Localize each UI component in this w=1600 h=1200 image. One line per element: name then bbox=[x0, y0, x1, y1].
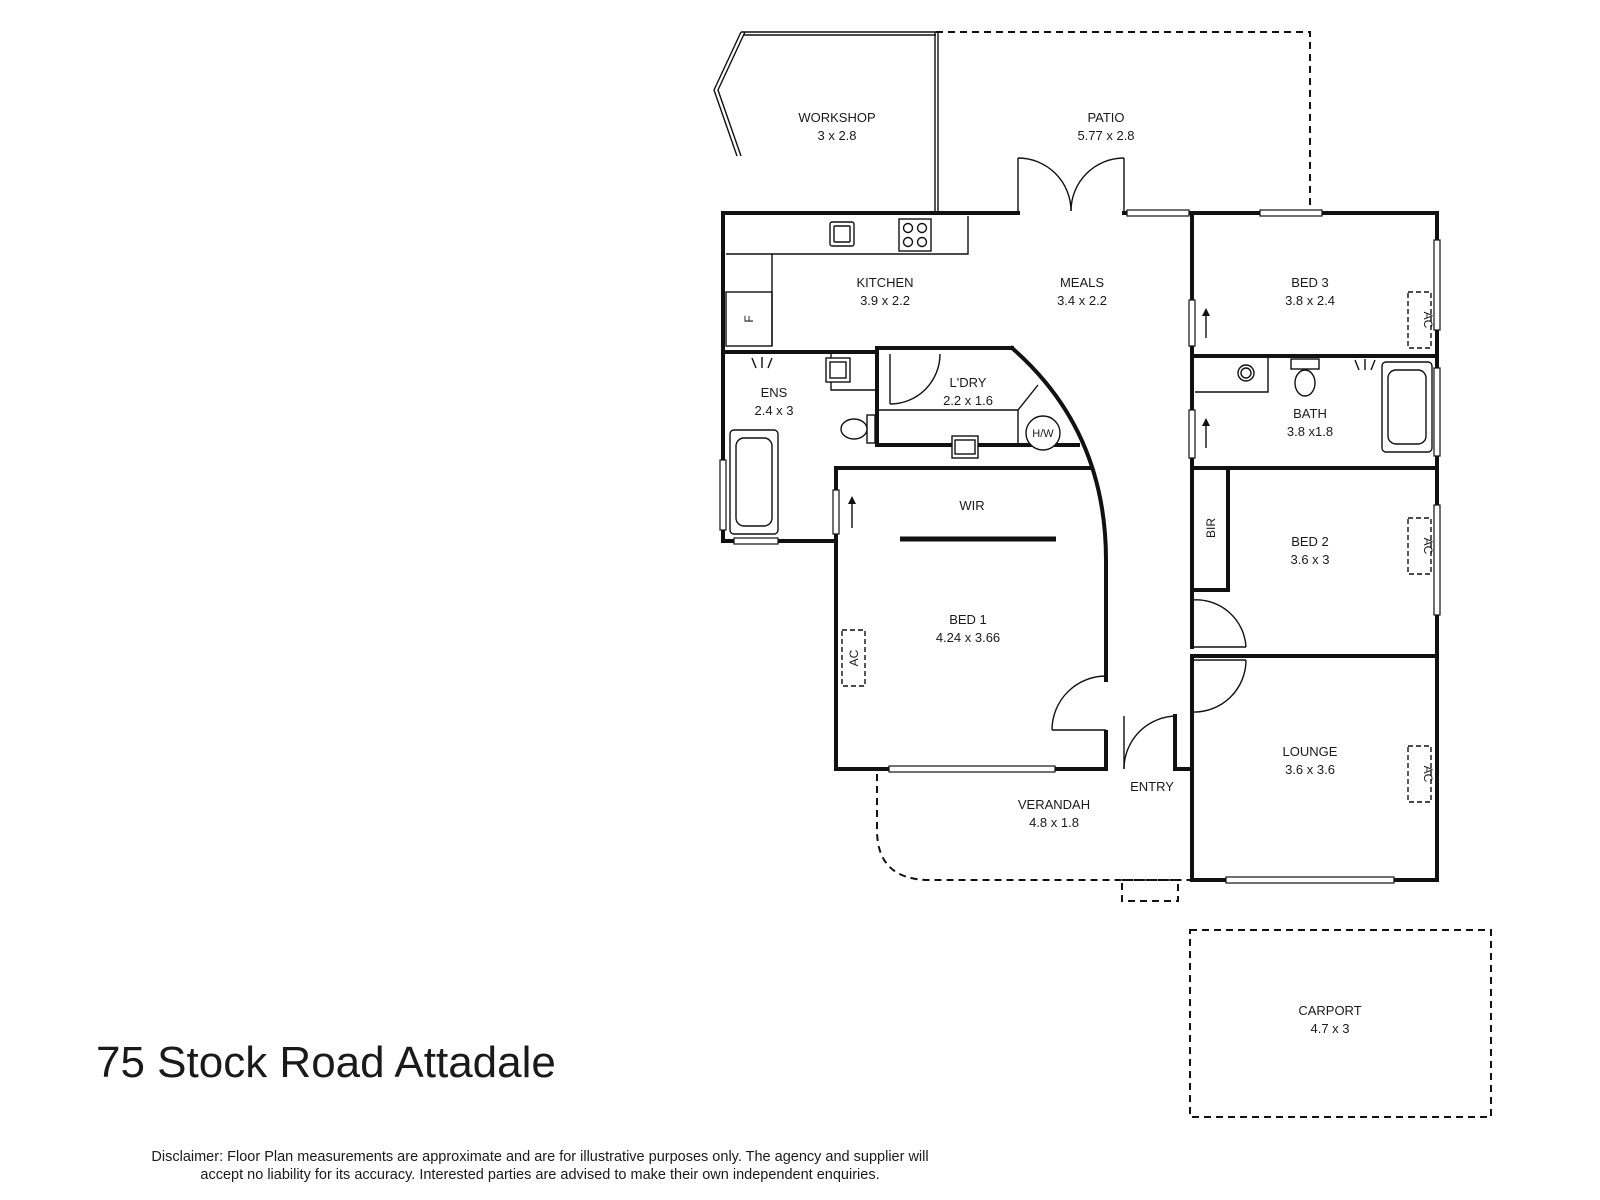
carport-name: CARPORT bbox=[1298, 1003, 1361, 1018]
kitchen-dims: 3.9 x 2.2 bbox=[860, 293, 910, 308]
doors bbox=[832, 157, 1247, 770]
meals-dims: 3.4 x 2.2 bbox=[1057, 293, 1107, 308]
wir-name: WIR bbox=[959, 498, 984, 513]
ens-name: ENS bbox=[761, 385, 788, 400]
carport-outline bbox=[1189, 929, 1492, 1118]
ensuite-toilet-icon bbox=[840, 414, 876, 444]
bed2-name: BED 2 bbox=[1291, 534, 1329, 549]
fridge-label: F bbox=[742, 315, 756, 322]
bath-shower-head-icon bbox=[1354, 359, 1376, 371]
bed3-name: BED 3 bbox=[1291, 275, 1329, 290]
disclaimer-line-1: Disclaimer: Floor Plan measurements are … bbox=[151, 1149, 929, 1165]
bed1-dims: 4.24 x 3.66 bbox=[936, 630, 1000, 645]
patio-name: PATIO bbox=[1087, 110, 1124, 125]
disclaimer: Disclaimer: Floor Plan measurements are … bbox=[60, 1148, 1020, 1184]
bed2-dims: 3.6 x 3 bbox=[1290, 552, 1329, 567]
property-address: 75 Stock Road Attadale bbox=[96, 1038, 556, 1087]
workshop-structure bbox=[713, 31, 939, 213]
shower-head-icon bbox=[751, 357, 773, 369]
bir-label: BIR bbox=[1204, 518, 1218, 538]
bath-name: BATH bbox=[1293, 406, 1327, 421]
bed1-ac-label: AC bbox=[847, 649, 861, 666]
kitchen-name: KITCHEN bbox=[856, 275, 913, 290]
ldry-name: L'DRY bbox=[950, 375, 987, 390]
bed1-name: BED 1 bbox=[949, 612, 987, 627]
workshop-dims: 3 x 2.8 bbox=[817, 128, 856, 143]
walls bbox=[721, 211, 1439, 882]
verandah-step bbox=[1121, 879, 1179, 902]
laundry-fixtures bbox=[879, 384, 1061, 459]
lounge-ac-label: AC bbox=[1421, 766, 1435, 783]
meals-name: MEALS bbox=[1060, 275, 1104, 290]
lounge-dims: 3.6 x 3.6 bbox=[1285, 762, 1335, 777]
hot-water-icon bbox=[1025, 415, 1061, 451]
bed2-ac-label: AC bbox=[1421, 538, 1435, 555]
kitchen-fixtures bbox=[725, 216, 969, 347]
lounge-name: LOUNGE bbox=[1283, 744, 1338, 759]
entry-name: ENTRY bbox=[1130, 779, 1174, 794]
ensuite-bath-icon bbox=[729, 429, 779, 535]
bath-dims: 3.8 x1.8 bbox=[1287, 424, 1333, 439]
ensuite-fixtures bbox=[729, 354, 877, 535]
verandah-name: VERANDAH bbox=[1018, 797, 1090, 812]
dashed-outlines bbox=[876, 31, 1492, 1118]
workshop-name: WORKSHOP bbox=[798, 110, 875, 125]
verandah-outline bbox=[876, 774, 1190, 881]
carport-dims: 4.7 x 3 bbox=[1310, 1021, 1349, 1036]
bathtub-icon bbox=[1381, 361, 1433, 453]
hot-water-label: H/W bbox=[1032, 428, 1054, 440]
bath-fixtures bbox=[1195, 358, 1433, 453]
bath-toilet-icon bbox=[1290, 358, 1320, 397]
patio-outline bbox=[936, 31, 1311, 213]
bed3-ac-label: AC bbox=[1421, 312, 1435, 329]
bed3-dims: 3.8 x 2.4 bbox=[1285, 293, 1335, 308]
cooktop-icon bbox=[898, 218, 932, 252]
patio-dims: 5.77 x 2.8 bbox=[1077, 128, 1134, 143]
disclaimer-line-2: accept no liability for its accuracy. In… bbox=[200, 1167, 880, 1183]
ldry-dims: 2.2 x 1.6 bbox=[943, 393, 993, 408]
verandah-dims: 4.8 x 1.8 bbox=[1029, 815, 1079, 830]
fixture-labels: F H/W BIR AC AC AC AC bbox=[742, 312, 1435, 783]
room-labels: WORKSHOP 3 x 2.8 PATIO 5.77 x 2.8 KITCHE… bbox=[754, 110, 1361, 1036]
windows bbox=[719, 209, 1441, 884]
ac-units bbox=[841, 291, 1432, 803]
ens-dims: 2.4 x 3 bbox=[754, 403, 793, 418]
